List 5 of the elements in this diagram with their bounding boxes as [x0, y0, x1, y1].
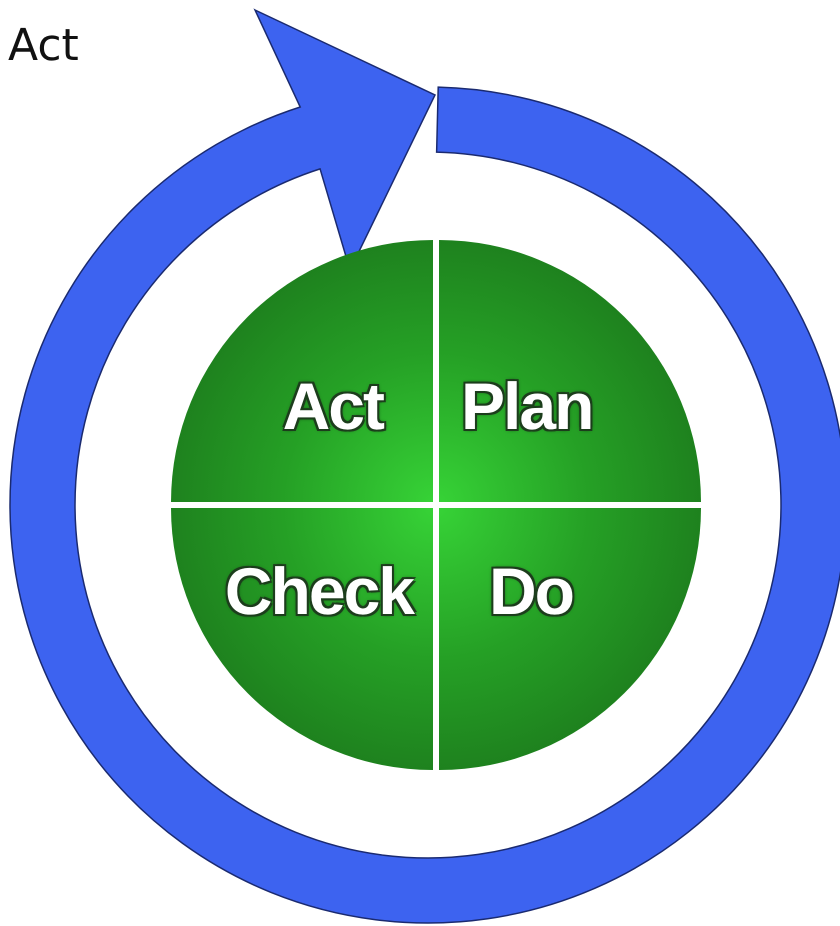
quadrant-label: Do	[489, 553, 573, 629]
quadrant-label: Check	[224, 553, 413, 629]
quadrant-label: Plan	[461, 368, 592, 444]
quadrant-label: Act	[282, 368, 383, 444]
corner-label: Act	[8, 20, 79, 71]
